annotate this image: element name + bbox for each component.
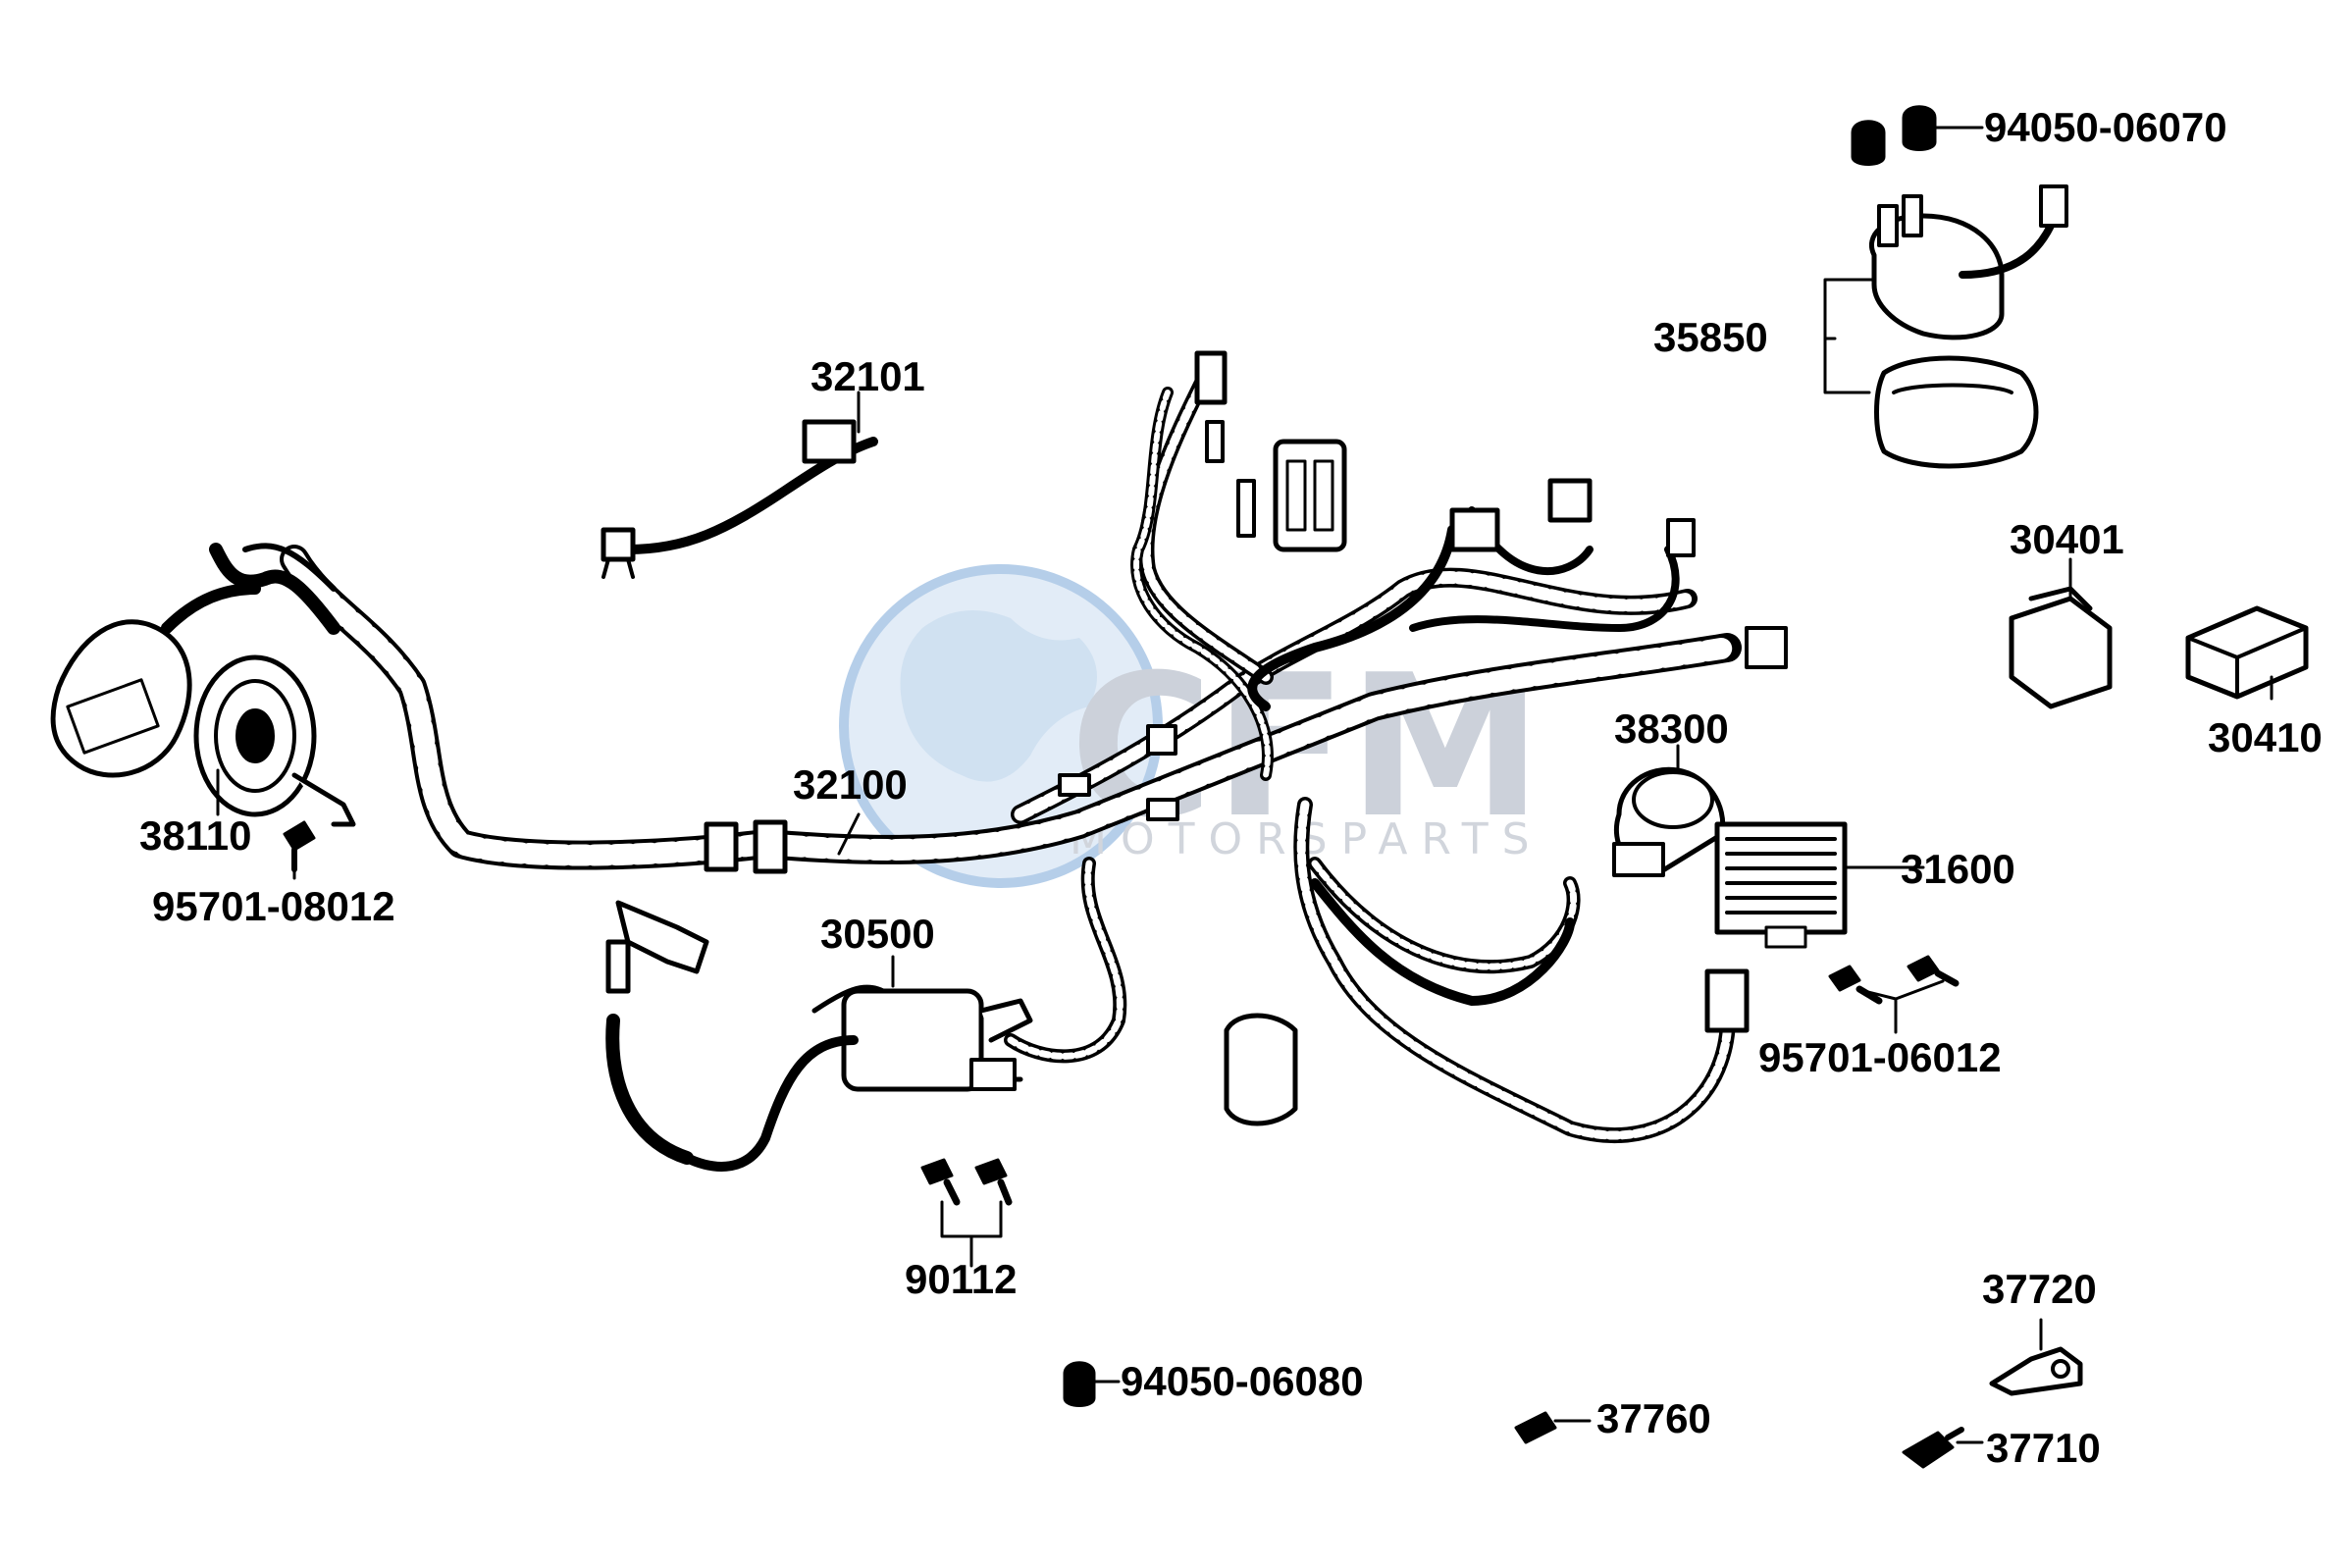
sensor-37760 <box>1514 1411 1557 1444</box>
label-30500: 30500 <box>820 911 935 957</box>
horn-38110 <box>193 654 356 827</box>
part-labels: 94050-06070 35850 32101 30401 30410 3830… <box>139 104 2323 1471</box>
watermark-globe-land <box>900 610 1097 782</box>
bracket-37720 <box>1989 1346 2083 1396</box>
label-32101: 32101 <box>810 353 925 399</box>
bolt-95701-08012 <box>283 820 316 872</box>
spark-plug-cap <box>605 900 709 1165</box>
lower-connector <box>1224 968 1750 1126</box>
label-90112: 90112 <box>905 1256 1017 1302</box>
relay-30410 <box>2185 605 2309 700</box>
bolts-95701-06012 <box>1828 955 1960 1005</box>
ignition-switch-38300 <box>1612 766 1726 877</box>
sensor-lead-32101 <box>601 419 878 579</box>
label-32100: 32100 <box>793 761 908 808</box>
flasher-relay-30401 <box>2009 586 2113 709</box>
regulator-rectifier-31600 <box>1714 821 1848 949</box>
nut-94050-06080 <box>1063 1361 1096 1407</box>
label-37760: 37760 <box>1596 1395 1711 1441</box>
label-30410: 30410 <box>2208 714 2323 760</box>
label-38300: 38300 <box>1614 706 1729 752</box>
handlebar-switch-plug <box>50 583 261 778</box>
starter-relay-35850 <box>1869 184 2068 469</box>
upper-sub-harness <box>1058 350 1788 821</box>
bolts-90112 <box>920 1158 1013 1206</box>
label-31600: 31600 <box>1901 846 2015 892</box>
label-94050-06080: 94050-06080 <box>1121 1358 1364 1404</box>
label-37720: 37720 <box>1982 1266 2097 1312</box>
leader-lines <box>216 126 2274 1444</box>
label-37710: 37710 <box>1986 1425 2101 1471</box>
label-38110: 38110 <box>139 812 251 859</box>
ignition-coil-30500 <box>682 984 1033 1172</box>
switch-37710 <box>1902 1427 1964 1469</box>
main-wiring-harness <box>209 365 1742 1144</box>
label-95701-06012: 95701-06012 <box>1758 1034 2002 1080</box>
nut-94050-06070 <box>1851 105 1937 166</box>
label-95701-08012: 95701-08012 <box>152 883 395 929</box>
label-35850: 35850 <box>1653 314 1768 360</box>
label-30401: 30401 <box>2010 516 2124 562</box>
label-94050-06070: 94050-06070 <box>1984 104 2227 150</box>
